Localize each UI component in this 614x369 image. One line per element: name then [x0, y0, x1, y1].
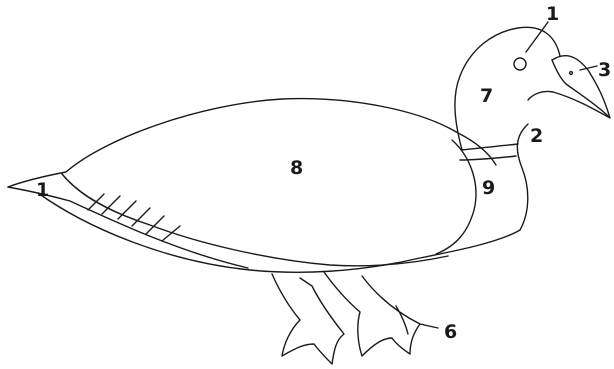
eye-outline — [514, 58, 526, 70]
right-foot-outline — [324, 272, 420, 356]
wing-outline — [62, 174, 448, 266]
breast-outline — [436, 140, 476, 254]
head-label: 7 — [480, 85, 493, 107]
head-outline — [455, 27, 560, 150]
feet-label: 6 — [444, 321, 457, 343]
eye-leader — [526, 22, 548, 52]
neck-outline — [517, 124, 528, 230]
feet-leader — [420, 324, 438, 328]
nostril-outline — [570, 72, 573, 75]
eye-label: 1 — [546, 3, 559, 25]
right-foot-web — [396, 306, 408, 334]
left-foot-outline — [272, 274, 344, 364]
beak-leader — [580, 66, 597, 70]
beak-label: 3 — [598, 59, 611, 81]
body-label: 8 — [290, 157, 303, 179]
feather-marks — [88, 194, 180, 241]
body-outline — [8, 99, 496, 187]
tail-label: 1 — [36, 179, 49, 201]
neck-ring — [460, 144, 518, 160]
neck-label: 2 — [530, 125, 543, 147]
breast-label: 9 — [482, 177, 495, 199]
